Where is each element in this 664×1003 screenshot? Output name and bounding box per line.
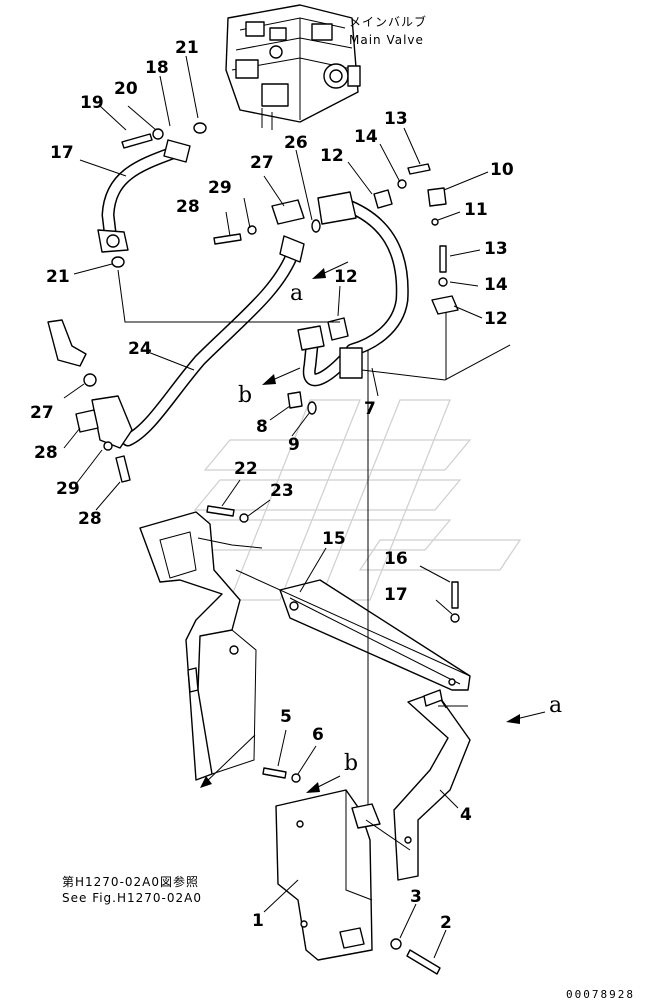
pipe-7 [297, 191, 409, 387]
callout-25: 24 [128, 339, 152, 359]
callout-12-b: 12 [484, 309, 508, 329]
callout-numbers: 21 18 20 19 17 21 27 26 29 28 12 14 13 1… [30, 38, 514, 933]
callout-leaders [63, 55, 489, 959]
callout-12-a: 12 [320, 146, 344, 166]
callout-15: 15 [322, 529, 346, 549]
clamps-12 [75, 189, 459, 433]
callout-1: 1 [252, 911, 264, 931]
view-arrow-b-label: b [238, 383, 252, 408]
callout-13-a: 13 [384, 109, 408, 129]
callout-10: 10 [490, 160, 514, 180]
callout-24: 20 [114, 79, 138, 99]
callout-29-b: 29 [56, 479, 80, 499]
main-valve-label-jp: メインバルブ [349, 14, 427, 29]
reference-lines [117, 269, 511, 851]
callout-13-b: 13 [484, 239, 508, 259]
callout-28-b: 28 [78, 509, 102, 529]
callout-6: 6 [312, 725, 324, 745]
callout-26-b: 27 [30, 403, 54, 423]
main-valve [225, 4, 361, 130]
view-arrow-a2-label: a [549, 693, 562, 718]
view-arrow-b2-label: b [344, 751, 358, 776]
callout-21-b: 21 [46, 267, 70, 287]
main-valve-label-en: Main Valve [349, 33, 424, 47]
view-arrow-a-label: a [290, 281, 303, 306]
callout-14-b: 14 [484, 275, 508, 295]
callout-9: 9 [288, 435, 300, 455]
callout-16: 16 [384, 549, 408, 569]
hardware [83, 122, 460, 975]
callout-2: 2 [440, 913, 452, 933]
bracket-15 [279, 579, 471, 691]
callout-26-a: 26 [284, 133, 308, 153]
callout-5: 5 [280, 707, 292, 727]
callout-29-a: 29 [208, 178, 232, 198]
callout-28-a: 28 [176, 197, 200, 217]
callout-27-b: 28 [34, 443, 58, 463]
callout-19: 23 [270, 481, 294, 501]
callout-7: 7 [364, 399, 376, 419]
hose-20 [97, 139, 191, 253]
callout-11: 11 [464, 200, 488, 220]
callout-4: 4 [460, 805, 472, 825]
callout-8: 8 [256, 417, 268, 437]
reference-label-en: See Fig.H1270-02A0 [62, 891, 202, 905]
callout-14-a: 14 [354, 127, 378, 147]
callout-3: 3 [410, 887, 422, 907]
callout-12-c: 12 [334, 267, 358, 287]
bracket-4 [393, 689, 471, 881]
callout-17: 17 [384, 585, 408, 605]
callout-27-a: 27 [250, 153, 274, 173]
drawing-code: 00078928 [566, 988, 635, 1001]
callout-20: 17 [50, 143, 74, 163]
view-arrows: a a b b [200, 261, 562, 793]
callout-22: 18 [145, 58, 169, 78]
bracket-1 [275, 789, 381, 961]
callout-21-a: 21 [175, 38, 199, 58]
callout-23: 19 [80, 93, 104, 113]
watermark-logo [183, 399, 522, 601]
reference-label-jp: 第H1270-02A0図参照 [62, 874, 199, 889]
bracket-upper-left [139, 511, 257, 781]
callout-18: 22 [234, 459, 258, 479]
hose-25 [47, 235, 305, 449]
